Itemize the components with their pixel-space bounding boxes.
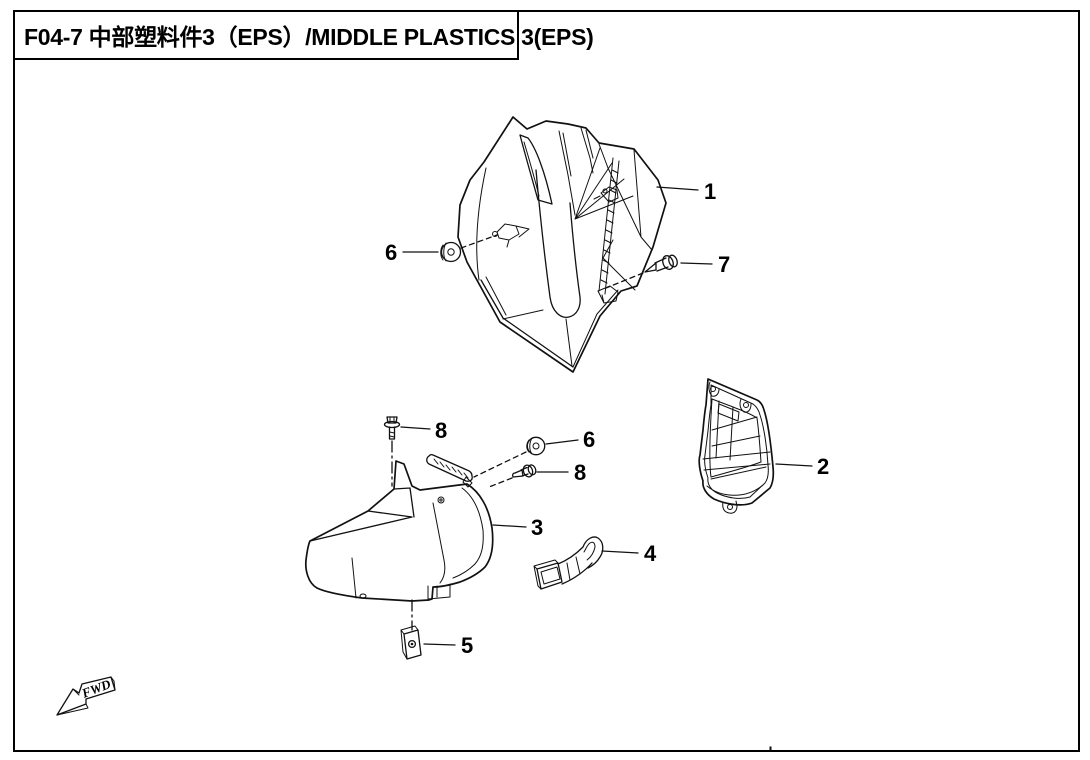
part-3-top-rail <box>426 453 473 488</box>
part-3-outline <box>304 460 494 602</box>
fwd-label: FWD <box>79 676 114 701</box>
part-1-hatch-ticks <box>600 169 619 284</box>
screw-8-middle-icon <box>511 464 537 478</box>
part-2-side-cover-drawing <box>698 378 775 514</box>
callout-3: 3 <box>531 515 543 540</box>
grommet-6-middle-icon <box>526 436 546 456</box>
callout-5: 5 <box>461 633 473 658</box>
part-1-front-shroud-drawing <box>457 116 667 373</box>
bolt-8-upper-icon <box>383 416 401 440</box>
callout-6-upper: 6 <box>385 240 397 265</box>
title-box: F04-7 中部塑料件3（EPS）/MIDDLE PLASTICS 3(EPS) <box>13 10 594 60</box>
part-1-clip-upper-right <box>593 186 619 203</box>
part-1-center-channel <box>535 169 581 318</box>
callout-1: 1 <box>704 179 716 204</box>
page-title: F04-7 中部塑料件3（EPS）/MIDDLE PLASTICS 3(EPS) <box>24 24 594 50</box>
page-border-frame <box>13 10 1080 752</box>
callout-8-middle: 8 <box>574 460 586 485</box>
part-3-duct-box-drawing <box>304 453 494 602</box>
grommet-6-upper-icon <box>440 241 462 263</box>
screw-7-icon <box>644 254 678 273</box>
leader-lines <box>400 186 813 646</box>
callout-4: 4 <box>644 541 657 566</box>
callout-2: 2 <box>817 454 829 479</box>
bottom-border-tick <box>769 746 772 751</box>
assembly-lines <box>391 234 644 631</box>
callout-6-middle: 6 <box>583 427 595 452</box>
part-1-clip-upper-left <box>492 223 530 248</box>
part-4-hook-bracket-drawing <box>533 536 604 590</box>
part-2-inner-rim <box>704 384 769 499</box>
part-5-clip-nut-drawing <box>400 625 422 660</box>
fwd-arrow-icon: FWD <box>56 676 116 716</box>
part-2-outline <box>698 378 775 506</box>
callout-8-upper: 8 <box>435 418 447 443</box>
callout-7: 7 <box>718 252 730 277</box>
part-1-outline <box>457 116 667 373</box>
